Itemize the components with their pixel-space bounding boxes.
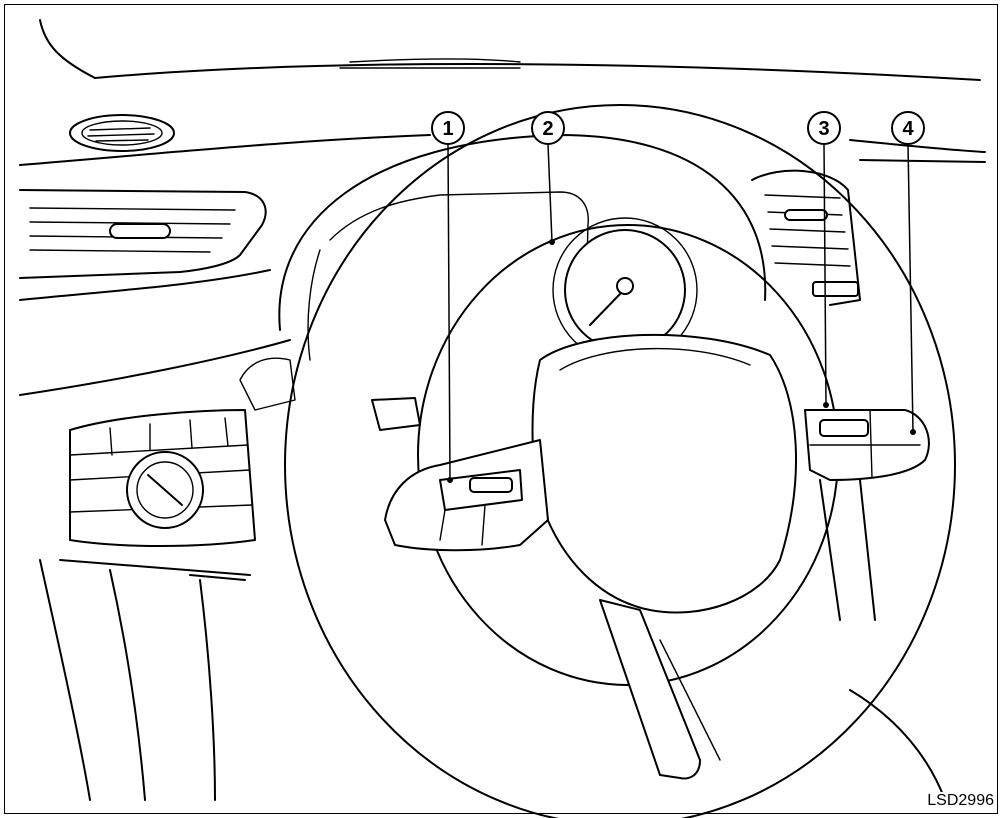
callout-1: 1 (432, 112, 464, 144)
callout-1-label: 1 (442, 118, 453, 140)
callout-3: 3 (808, 112, 840, 144)
callout-2-label: 2 (542, 118, 553, 140)
figure-reference-code: LSD2996 (925, 792, 996, 810)
left-air-vent (20, 190, 266, 278)
right-spoke-switches (805, 410, 929, 480)
headlight-control-panel (60, 410, 255, 580)
callout-2: 2 (532, 112, 564, 144)
callout-3-label: 3 (818, 118, 829, 140)
left-spoke-switches (385, 440, 548, 550)
dashboard-outline (20, 20, 985, 395)
right-lower-dash (820, 480, 945, 800)
callout-4: 4 (892, 112, 924, 144)
callout-4-label: 4 (902, 118, 914, 140)
steering-wheel-hub (533, 335, 797, 779)
round-air-vent (70, 115, 174, 151)
